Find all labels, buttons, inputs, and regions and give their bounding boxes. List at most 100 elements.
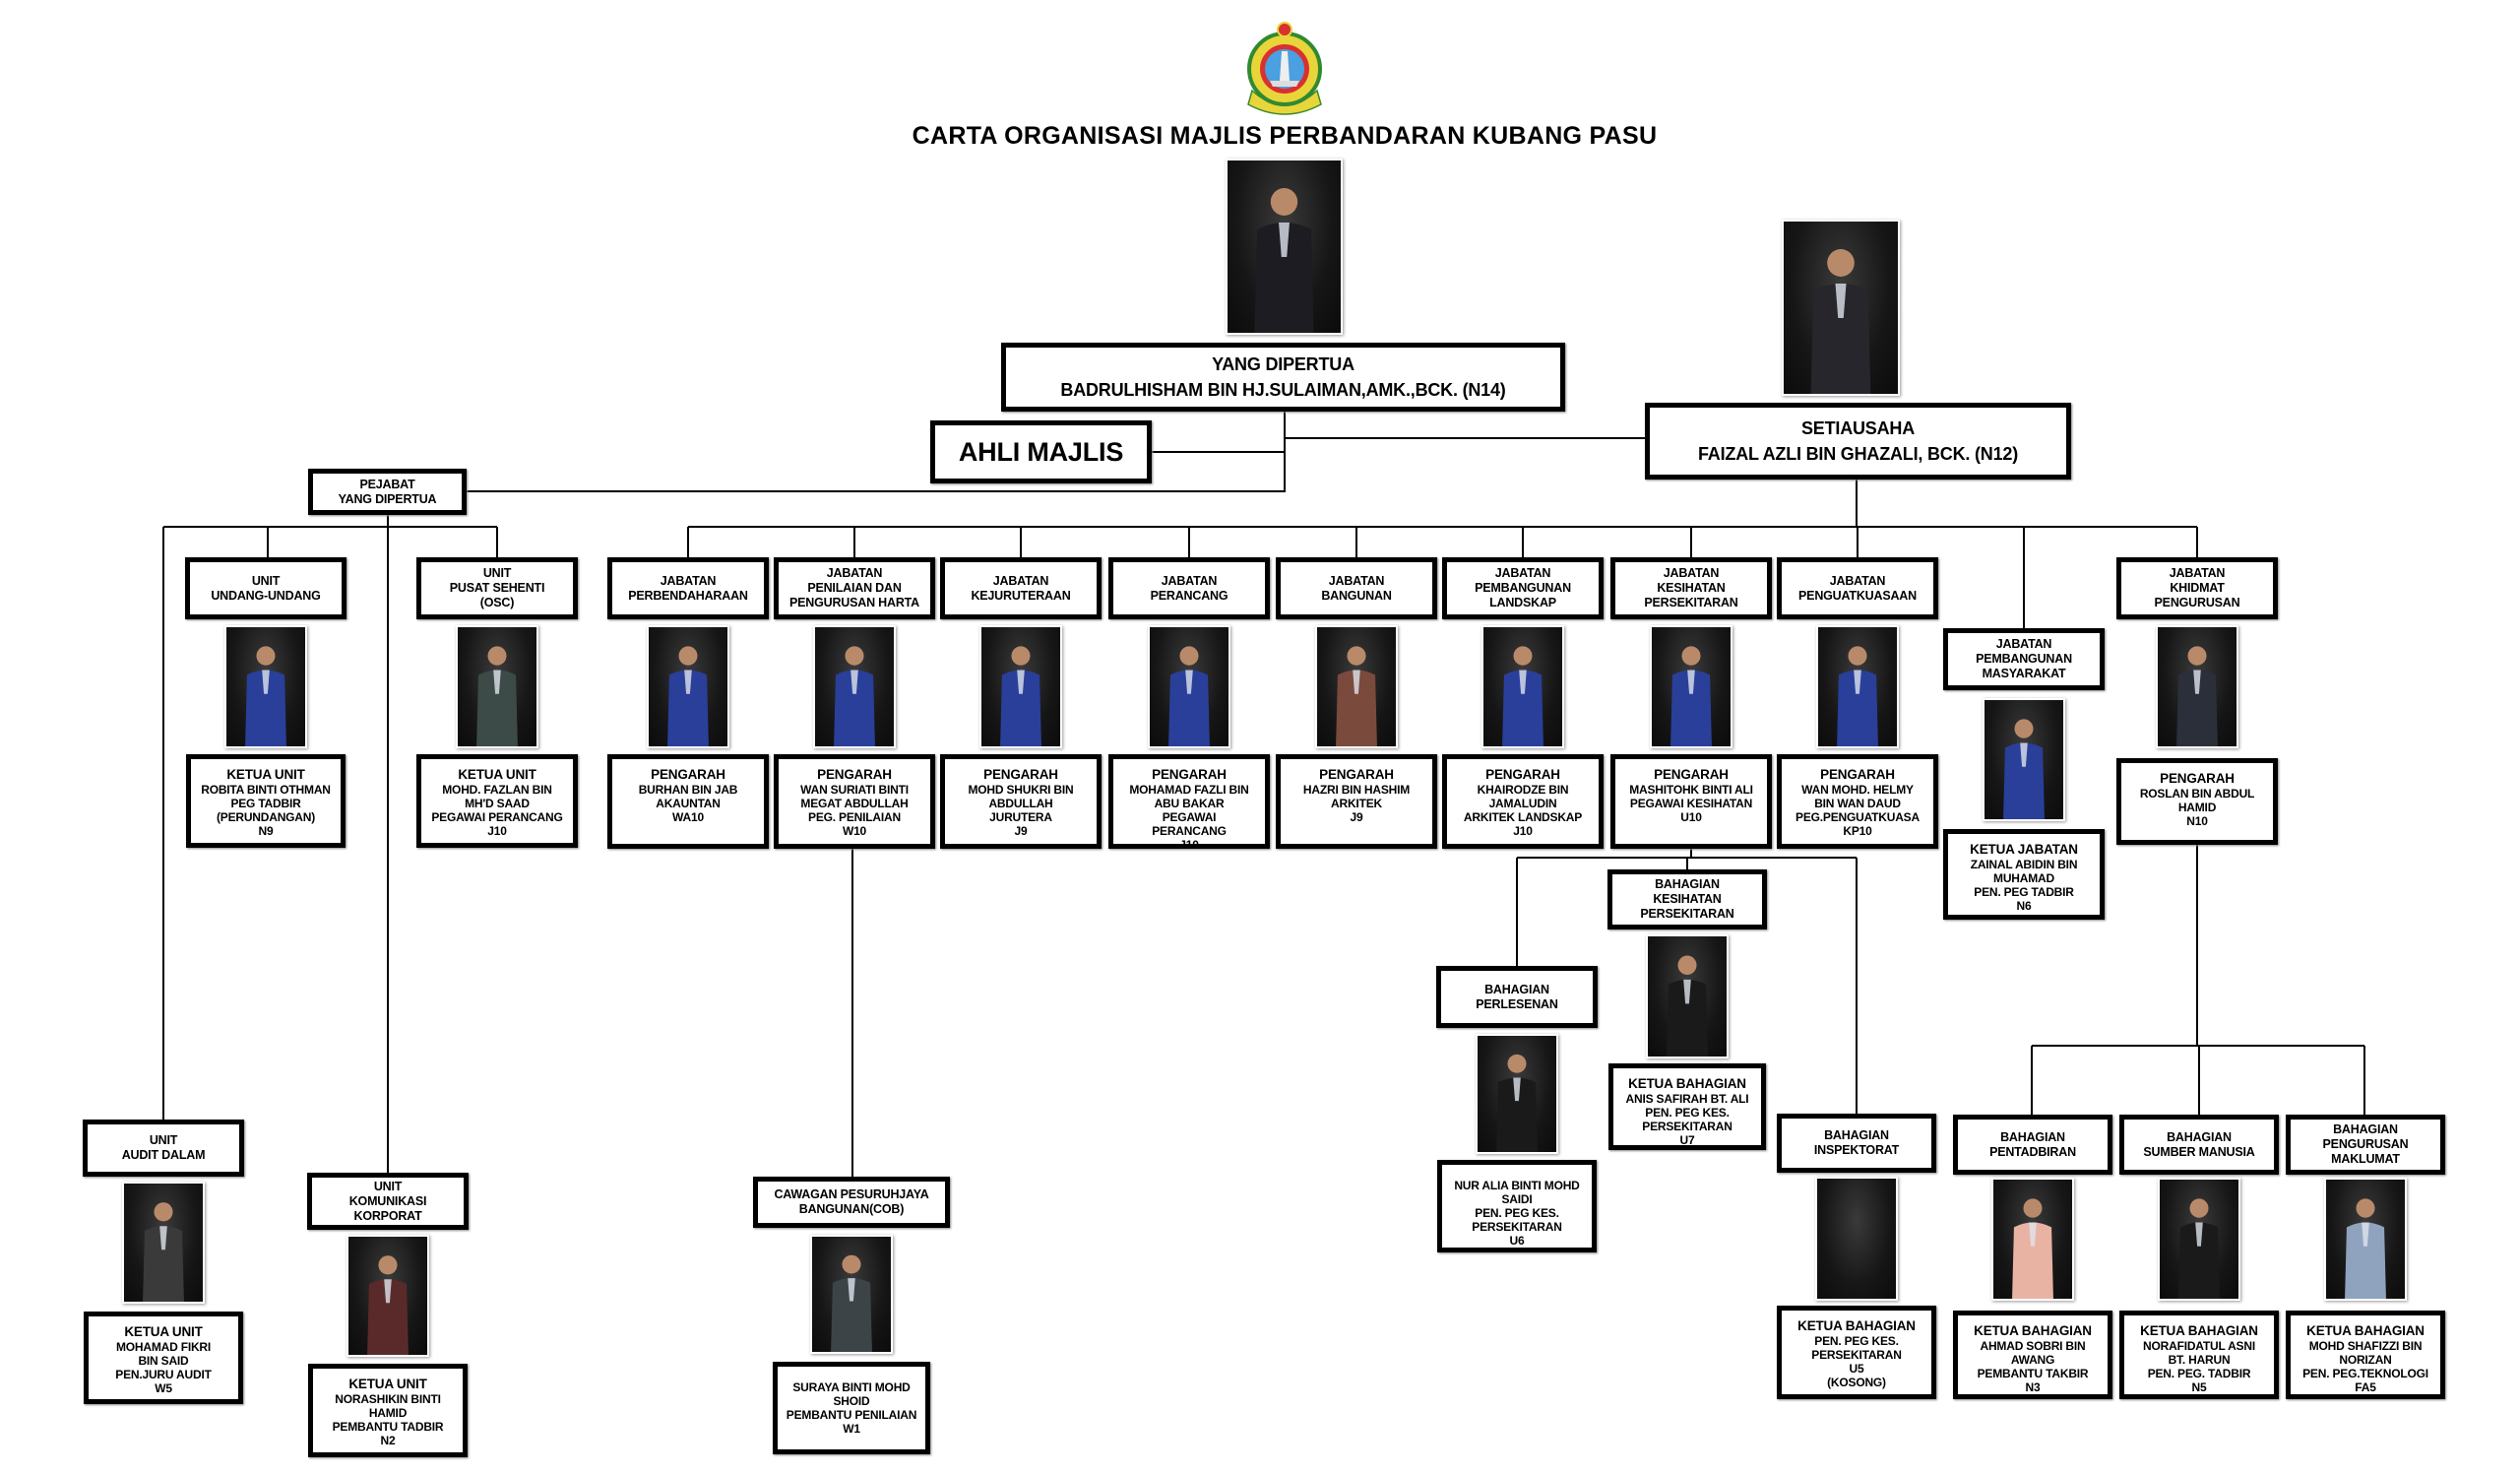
unit-header-line: MASYARAKAT [1982,667,2066,680]
staff-detail-line: MH'D SAAD [465,797,530,810]
staff-detail-line: PEMBANTU TADBIR [332,1420,444,1434]
unit-header-line: (OSC) [479,596,515,609]
staff-role: KETUA BAHAGIAN [1628,1076,1746,1091]
yang-dipertua-title: YANG DIPERTUA [1212,354,1354,374]
staff-detail-line: PEN. PEG KES. [1475,1206,1559,1220]
unit-header-line: AUDIT DALAM [121,1148,206,1162]
staff-role: PENGARAH [1152,767,1227,782]
staff-detail-line: ROBITA BINTI OTHMAN [201,783,331,797]
unit-header-line: JABATAN [1328,573,1385,588]
staff-detail-line: N2 [380,1434,396,1447]
staff-detail-line: NORIZAN [2339,1353,2392,1367]
staff-detail-line: BIN WAN DAUD [1814,797,1901,810]
unit-header-line: PERSEKITARAN [1644,596,1738,609]
staff-detail-line: KP10 [1843,824,1872,838]
unit-header-line: PEMBANGUNAN [1976,652,2072,666]
staff-detail-line: J10 [487,824,507,838]
staff-photo-khidmat [2156,625,2238,748]
staff-detail-line: HAMID [368,1406,408,1420]
unit-header-line: KHIDMAT [2170,581,2225,595]
staff-photo-bkes [1646,934,1729,1058]
staff-detail-line: U6 [1509,1234,1525,1248]
staff-detail-line: U7 [1679,1133,1695,1147]
staff-detail-line: PEMBANTU PENILAIAN [786,1408,917,1422]
unit-header-line: PENGUATKUASAAN [1798,588,1917,603]
setiausaha-name: FAIZAL AZLI BIN GHAZALI, BCK. (N12) [1698,444,2018,464]
staff-role: PENGARAH [1485,767,1560,782]
unit-header-line: JABATAN [1494,566,1551,580]
staff-photo-penguatkuasaan [1816,625,1899,748]
unit-header-line: KORPORAT [353,1208,422,1223]
staff-detail-line: NORASHIKIN BINTI [335,1392,441,1406]
staff-detail-line: BURHAN BIN JAB [638,783,738,797]
staff-detail-line: WA10 [672,810,704,824]
unit-header-line: BAHAGIAN [1824,1128,1889,1142]
unit-header-line: PENTADBIRAN [1989,1144,2076,1159]
staff-role: KETUA BAHAGIAN [1797,1318,1916,1333]
staff-role: PENGARAH [1820,767,1895,782]
staff-detail-line: ABDULLAH [988,797,1053,810]
staff-detail-line: ABU BAKAR [1154,797,1225,810]
staff-role: PENGARAH [817,767,892,782]
staff-role: KETUA BAHAGIAN [2306,1323,2425,1338]
staff-detail-line: N10 [2186,814,2208,828]
staff-role: KETUA UNIT [348,1377,427,1391]
yang-dipertua-name: BADRULHISHAM BIN HJ.SULAIMAN,AMK.,BCK. (… [1060,380,1506,400]
staff-detail-line: SURAYA BINTI MOHD [792,1380,911,1394]
unit-header-line: BAHAGIAN [2167,1129,2232,1144]
staff-photo-kejuruteraan [979,625,1062,748]
unit-header-line: UNDANG-UNDANG [211,588,321,603]
staff-detail-line: J9 [1014,824,1028,838]
unit-header-line: UNIT [482,566,512,580]
unit-header-line: KOMUNIKASI [348,1193,427,1208]
staff-role: PENGARAH [651,767,725,782]
staff-photo-cob [810,1235,893,1354]
unit-header-line: JABATAN [1829,573,1886,588]
unit-header-line: PENGURUSAN HARTA [789,596,919,609]
staff-detail-line: U10 [1680,810,1702,824]
unit-header-line: SUMBER MANUSIA [2143,1144,2255,1159]
unit-header-line: JABATAN [660,573,717,588]
staff-photo-penilaian [813,625,896,748]
staff-role: KETUA UNIT [124,1324,203,1339]
ahli-majlis-box: AHLI MAJLIS [930,420,1152,483]
pejabat-label-2: YANG DIPERTUA [338,491,437,506]
staff-detail-line: (PERUNDANGAN) [216,810,316,824]
unit-header-line: PERSEKITARAN [1640,907,1734,921]
staff-detail-line: SAIDI [1501,1192,1533,1206]
unit-header-line: JABATAN [1663,566,1720,580]
unit-header-line: JABATAN [992,573,1049,588]
staff-detail-line: MOHD SHUKRI BIN [968,783,1074,797]
unit-header-line: JABATAN [826,566,883,580]
unit-header-line: UNIT [251,573,281,588]
staff-detail-line: PEGAWAI PERANCANG [431,810,563,824]
staff-detail-line: PEG TADBIR [230,797,301,810]
staff-detail-line: BIN SAID [138,1354,189,1368]
unit-header-line: PENGURUSAN [2322,1137,2409,1151]
staff-detail-line: PERSEKITARAN [1642,1120,1732,1133]
unit-header-line: CAWAGAN PESURUHJAYA [774,1187,929,1201]
unit-header-line: KEJURUTERAAN [971,588,1071,603]
staff-photo-masyarakat [1983,698,2065,821]
staff-detail-line: PEMBANTU TAKBIR [1977,1367,2089,1380]
yang-dipertua-photo [1226,159,1343,335]
unit-header-line: BAHAGIAN [2333,1122,2398,1136]
unit-header-line: PEMBANGUNAN [1475,581,1571,595]
staff-detail-line: PEGAWAI KESIHATAN [1629,797,1753,810]
unit-header-line: LANDSKAP [1489,596,1556,609]
staff-detail-line: PEN. PEG KES. [1814,1334,1899,1348]
